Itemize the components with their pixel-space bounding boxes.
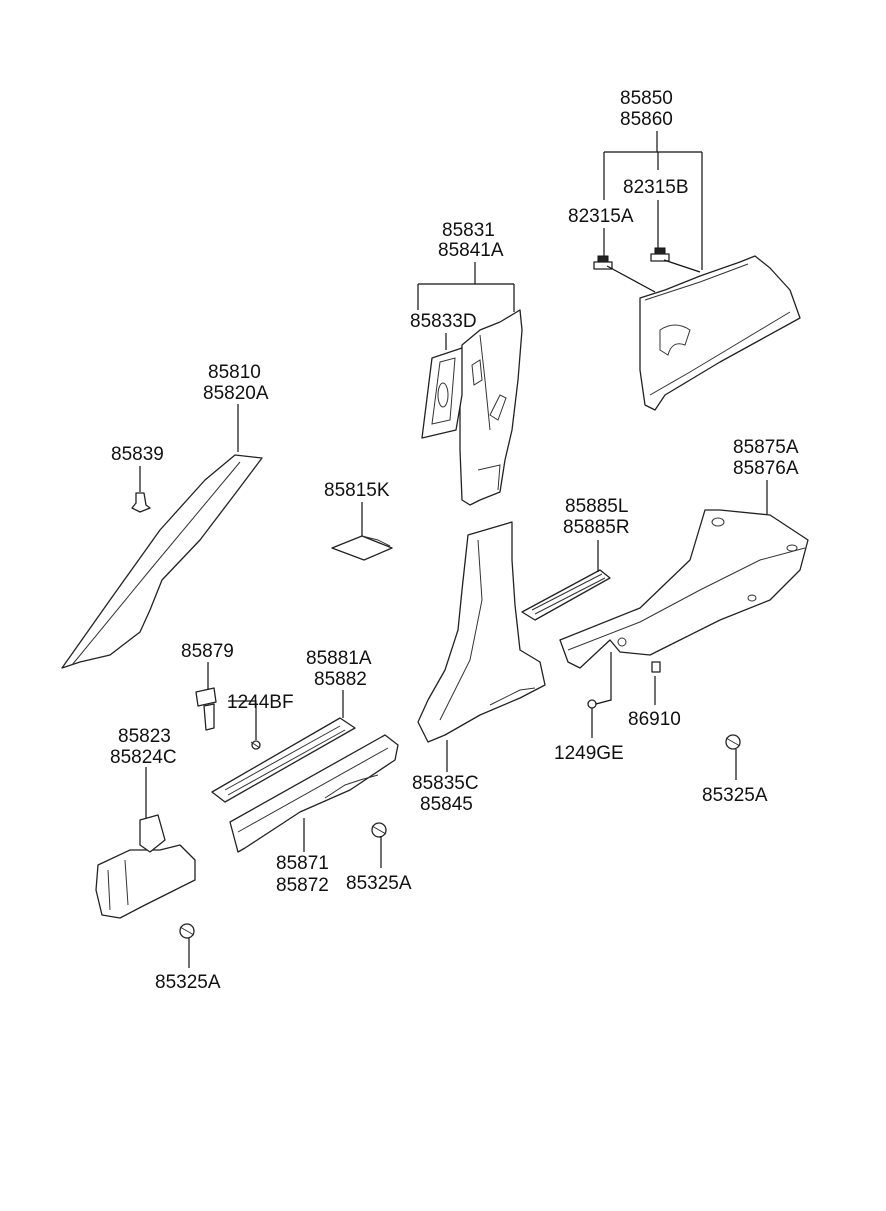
label-85872: 85872 [276, 875, 329, 896]
label-85820a: 85820A [203, 383, 269, 404]
label-86910: 86910 [628, 709, 681, 730]
rear-scuff-plate-part [521, 569, 611, 621]
label-85882: 85882 [314, 669, 367, 690]
label-85833d: 85833D [410, 311, 477, 332]
a-pillar-trim-part [61, 454, 263, 669]
screw-86910-icon [651, 661, 661, 673]
b-pillar-trim-pad-part [421, 347, 463, 439]
label-85879: 85879 [181, 641, 234, 662]
label-85881a: 85881A [306, 648, 372, 669]
label-85845: 85845 [420, 794, 473, 815]
clip-85839-icon [131, 492, 151, 513]
label-85824c: 85824C [110, 747, 177, 768]
label-85325a-mid: 85325A [346, 873, 412, 894]
label-85839: 85839 [111, 444, 164, 465]
label-85823: 85823 [118, 726, 171, 747]
label-82315b: 82315B [623, 177, 689, 198]
screw-1244bf-icon [250, 740, 261, 750]
label-85885r: 85885R [563, 517, 630, 538]
b-pillar-upper-trim-part [459, 309, 523, 506]
screw-1249ge-icon [587, 699, 597, 709]
label-85325a-bottom: 85325A [155, 972, 221, 993]
label-85876a: 85876A [733, 458, 799, 479]
label-1249ge: 1249GE [554, 743, 624, 764]
label-85815k: 85815K [324, 480, 390, 501]
label-85875a: 85875A [733, 437, 799, 458]
push-pin-85325a-bottom-icon [179, 923, 195, 939]
label-85831: 85831 [442, 220, 495, 241]
clip-82315b-icon [650, 247, 670, 262]
front-scuff-plate-part [211, 717, 356, 803]
label-85860: 85860 [620, 109, 673, 130]
label-85841a: 85841A [438, 240, 504, 261]
label-85810: 85810 [208, 362, 261, 383]
clip-85879-icon [195, 687, 217, 731]
push-pin-85325a-right-icon [725, 734, 741, 750]
rear-wheelhouse-trim-part [559, 509, 809, 669]
clip-82315a-icon [593, 255, 613, 270]
kick-panel-part [95, 814, 196, 919]
front-door-sill-part [229, 734, 399, 853]
b-pillar-lower-trim-part [417, 521, 546, 743]
leader-lines [139, 131, 768, 968]
label-85885l: 85885L [565, 496, 628, 517]
part-labels: 85850 85860 82315B 82315A 85831 85841A 8… [110, 88, 799, 993]
bracket-85815k-part [331, 535, 393, 561]
c-pillar-trim-part [639, 255, 801, 411]
label-85850: 85850 [620, 88, 673, 109]
push-pin-85325a-mid-icon [371, 822, 387, 838]
label-82315a: 82315A [568, 206, 634, 227]
label-85835c: 85835C [412, 773, 479, 794]
label-85871: 85871 [276, 853, 329, 874]
label-1244bf: 1244BF [227, 692, 294, 713]
label-85325a-right: 85325A [702, 785, 768, 806]
